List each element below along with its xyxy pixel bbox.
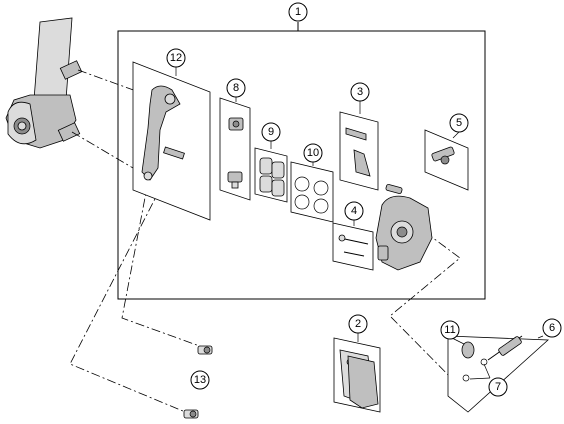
svg-text:1: 1 <box>295 6 301 18</box>
svg-text:6: 6 <box>549 322 555 334</box>
seals-panel <box>290 161 334 223</box>
svg-text:13: 13 <box>194 374 206 386</box>
pin-panel <box>332 222 374 271</box>
svg-text:3: 3 <box>357 86 363 98</box>
svg-text:7: 7 <box>495 381 501 393</box>
callout-2: 2 <box>348 314 368 334</box>
long-bolts <box>183 345 213 419</box>
callout-6: 6 <box>542 318 562 338</box>
fork-leg <box>5 17 83 149</box>
svg-text:12: 12 <box>170 52 182 64</box>
pistons-panel <box>254 147 288 203</box>
svg-text:8: 8 <box>233 82 239 94</box>
leader-lines <box>175 67 544 380</box>
callout-9: 9 <box>261 122 281 142</box>
spring-panel <box>339 111 379 191</box>
bolts-panel <box>219 97 251 201</box>
svg-text:4: 4 <box>351 205 357 217</box>
callout-11: 11 <box>440 320 460 340</box>
callout-3: 3 <box>350 82 370 102</box>
callout-13: 13 <box>190 370 210 390</box>
brake-pads-panel <box>333 337 381 413</box>
bleeder-cap <box>451 337 475 359</box>
callout-12: 12 <box>166 48 186 68</box>
callout-10: 10 <box>303 143 323 163</box>
callout-1: 1 <box>288 2 308 22</box>
callout-7: 7 <box>488 377 508 397</box>
svg-text:10: 10 <box>307 147 319 159</box>
svg-text:5: 5 <box>456 117 462 129</box>
caliper-body <box>375 184 433 271</box>
svg-text:2: 2 <box>355 318 361 330</box>
callout-8: 8 <box>226 78 246 98</box>
svg-text:9: 9 <box>268 126 274 138</box>
callout-5: 5 <box>449 113 469 133</box>
assembly-frame <box>117 22 486 300</box>
svg-text:11: 11 <box>444 324 455 336</box>
bracket-panel <box>132 61 211 221</box>
callout-4: 4 <box>344 201 364 221</box>
bleeder-panel <box>424 129 469 191</box>
